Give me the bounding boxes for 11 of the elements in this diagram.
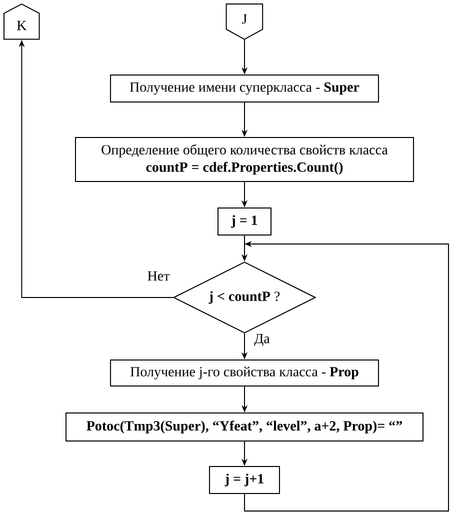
process-box: j = 1 xyxy=(218,208,272,236)
edge-label: Да xyxy=(252,332,272,348)
connector-line xyxy=(244,235,245,244)
process-box: Potoc(Tmp3(Super), “Yfeat”, “level”, a+2, Prop)= “” xyxy=(66,412,424,442)
process-box: j = j+1 xyxy=(209,466,280,494)
process-box: Определение общего количества свойств класса countP = cdef.Properties.Count() xyxy=(75,137,414,182)
edge-label: Нет xyxy=(146,270,172,282)
offpage-connector: J xyxy=(226,4,264,40)
process-box: Получение j-го свойства класса - Prop xyxy=(110,360,379,386)
process-box: Получение имени суперкласса - Super xyxy=(110,74,379,103)
offpage-connector: K xyxy=(4,3,40,40)
